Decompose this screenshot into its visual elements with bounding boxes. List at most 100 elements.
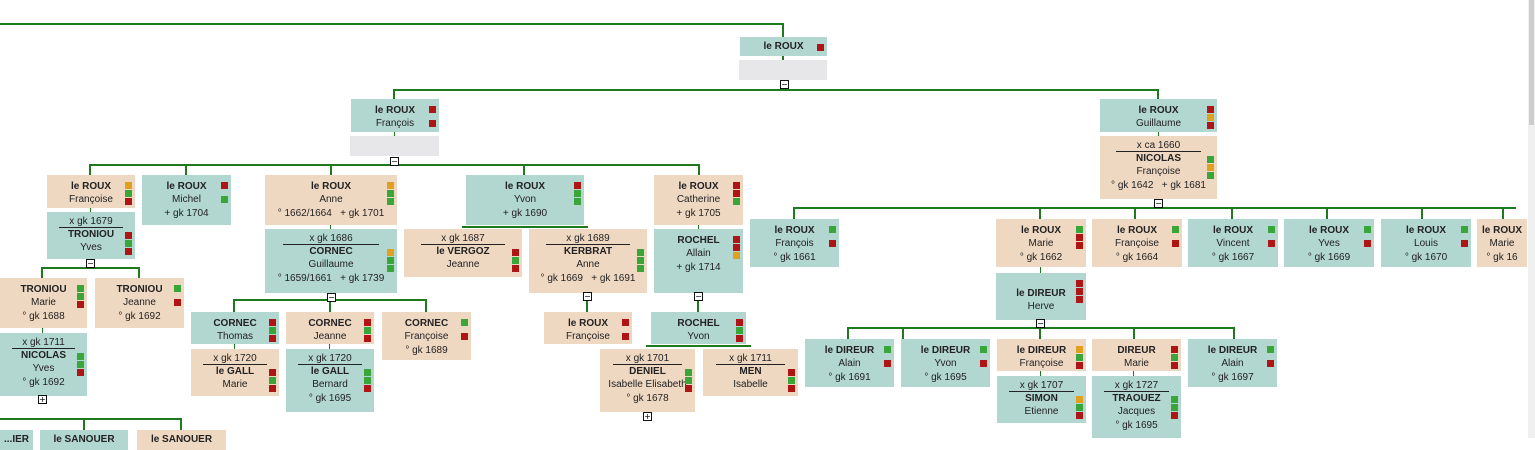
collapse-icon[interactable]: − xyxy=(86,259,95,268)
life-dates: ° gk 1692 xyxy=(22,377,65,388)
empty-spouse-box[interactable] xyxy=(350,136,439,156)
surname: le ROUX xyxy=(504,181,545,192)
complete-data-indicator-icon xyxy=(1076,354,1083,361)
missing-data-indicator-icon xyxy=(1076,280,1083,287)
collapse-icon[interactable]: − xyxy=(390,157,399,166)
scrollbar-thumb[interactable] xyxy=(1529,0,1534,125)
connector-line xyxy=(329,299,331,312)
missing-data-indicator-icon xyxy=(125,248,132,255)
surname: ROCHEL xyxy=(677,235,720,246)
complete-data-indicator-icon xyxy=(1076,226,1083,233)
expand-icon[interactable]: + xyxy=(38,395,47,404)
collapse-icon[interactable]: − xyxy=(327,293,336,302)
marriage-date: x gk 1689 xyxy=(545,233,631,245)
surname: le ROUX xyxy=(1308,225,1349,236)
person-card[interactable]: ...IER xyxy=(0,430,33,450)
status-indicators xyxy=(1461,226,1468,247)
connector-line xyxy=(793,207,795,219)
given-name: Isabelle Elisabeth xyxy=(608,379,687,390)
collapse-icon[interactable]: − xyxy=(1036,319,1045,328)
given-name: Jacques xyxy=(1117,406,1156,417)
collapse-icon[interactable]: − xyxy=(1154,199,1163,208)
given-name: Anne xyxy=(319,194,343,205)
missing-data-indicator-icon xyxy=(221,182,228,189)
missing-data-indicator-icon xyxy=(364,335,371,342)
surname: le ROUX xyxy=(763,41,804,52)
partial-data-indicator-icon xyxy=(1076,346,1083,353)
surname: le SANOUER xyxy=(150,434,213,445)
person-card[interactable]: le SANOUER xyxy=(40,430,128,450)
person-card[interactable]: le SANOUER xyxy=(137,430,226,450)
expand-icon[interactable]: + xyxy=(643,412,652,421)
collapse-icon[interactable]: − xyxy=(780,80,789,89)
marriage-date: x gk 1711 xyxy=(716,353,785,365)
status-indicators xyxy=(980,346,987,367)
connector-line xyxy=(42,267,140,269)
vertical-scrollbar[interactable] xyxy=(1528,0,1535,438)
connector-line xyxy=(1039,207,1041,219)
given-name: Marie xyxy=(1123,358,1149,369)
status-indicators xyxy=(829,226,836,247)
missing-data-indicator-icon xyxy=(1172,240,1179,247)
marriage-date: x gk 1727 xyxy=(1104,380,1169,392)
empty-spouse-box[interactable] xyxy=(739,60,827,80)
given-name: Marie xyxy=(30,297,56,308)
collapse-icon[interactable]: − xyxy=(694,292,703,301)
life-dates: ° gk 1678 xyxy=(626,393,669,404)
missing-data-indicator-icon xyxy=(1076,242,1083,249)
missing-data-indicator-icon xyxy=(622,333,629,340)
life-dates: ° gk 1664 xyxy=(1115,252,1159,263)
surname: le ROUX xyxy=(1481,225,1522,236)
complete-data-indicator-icon xyxy=(269,377,276,384)
given-name: Thomas xyxy=(216,331,254,342)
person-card[interactable]: le ROUX xyxy=(740,37,827,56)
partial-data-indicator-icon xyxy=(733,252,740,259)
status-indicators xyxy=(125,232,132,255)
missing-data-indicator-icon xyxy=(1267,360,1274,367)
collapse-icon[interactable]: − xyxy=(583,292,592,301)
status-indicators xyxy=(574,182,581,205)
missing-data-indicator-icon xyxy=(1076,362,1083,369)
connector-line xyxy=(41,267,43,278)
